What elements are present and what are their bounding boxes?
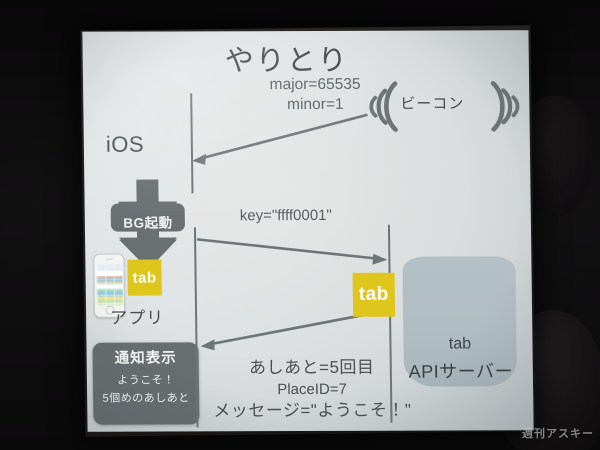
projection-screen: やりとり major=65535 minor=1 ビーコン [82, 30, 534, 432]
payload-line-1: あしあと=5回目 [248, 357, 375, 378]
payload-line-2: PlaceID=7 [277, 380, 347, 399]
signal-waves-right-icon [490, 81, 520, 132]
publisher-watermark: 週刊アスキー [522, 428, 594, 440]
signal-waves-left-icon [369, 81, 398, 132]
arrow-api-request [196, 238, 388, 265]
payload-line-3: メッセージ="ようこそ！" [213, 400, 412, 421]
arrow-beacon-advertisement [192, 113, 368, 165]
tab-server-logo: tab [352, 272, 396, 317]
api-request-label: key="ffff0001" [239, 206, 332, 225]
slide-content: やりとり major=65535 minor=1 ビーコン [82, 30, 534, 432]
server-name: tab [448, 335, 472, 353]
response-payload: あしあと=5回目 PlaceID=7 メッセージ="ようこそ！" [207, 357, 418, 424]
down-arrow-icon [110, 179, 185, 270]
